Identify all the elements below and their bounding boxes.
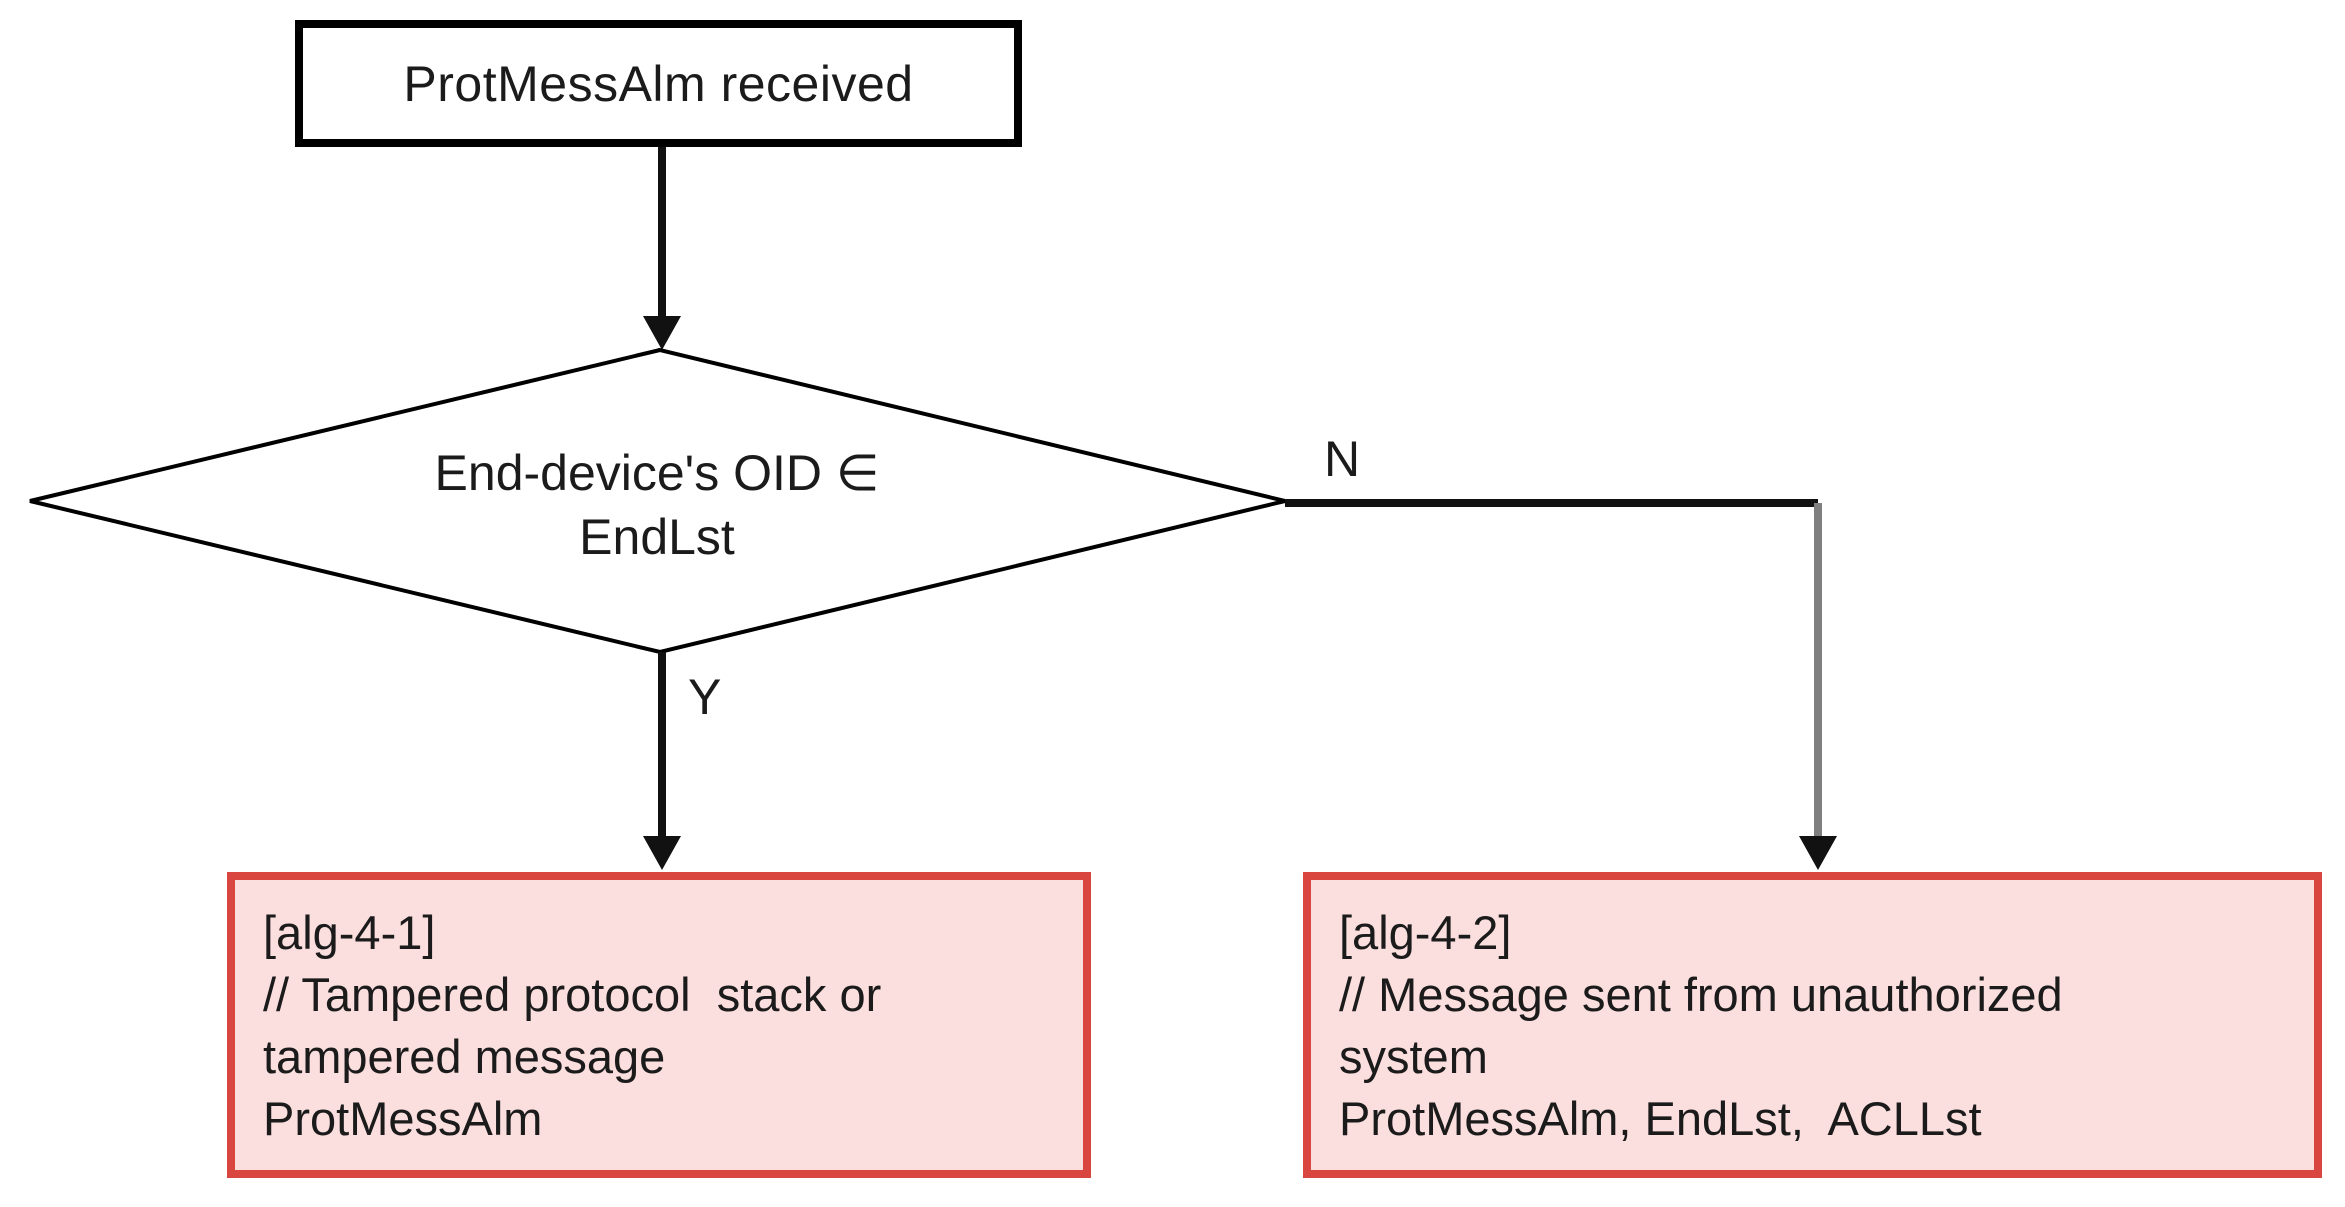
- arrowhead-yes: [643, 836, 681, 870]
- edge-label-no: N: [1324, 431, 1361, 487]
- outcome-node-alg-4-2: [alg-4-2] // Message sent from unauthori…: [1303, 872, 2322, 1178]
- edge-label-yes: Y: [688, 669, 722, 725]
- arrowhead-no: [1799, 836, 1837, 870]
- start-node-label: ProtMessAlm received: [403, 55, 914, 112]
- decision-node-label: End-device's OID ∈ EndLst: [434, 445, 880, 565]
- arrowhead-start-to-decision: [643, 316, 681, 350]
- outcome-node-alg-4-1: [alg-4-1] // Tampered protocol stack or …: [227, 872, 1091, 1178]
- start-node: ProtMessAlm received: [295, 20, 1022, 147]
